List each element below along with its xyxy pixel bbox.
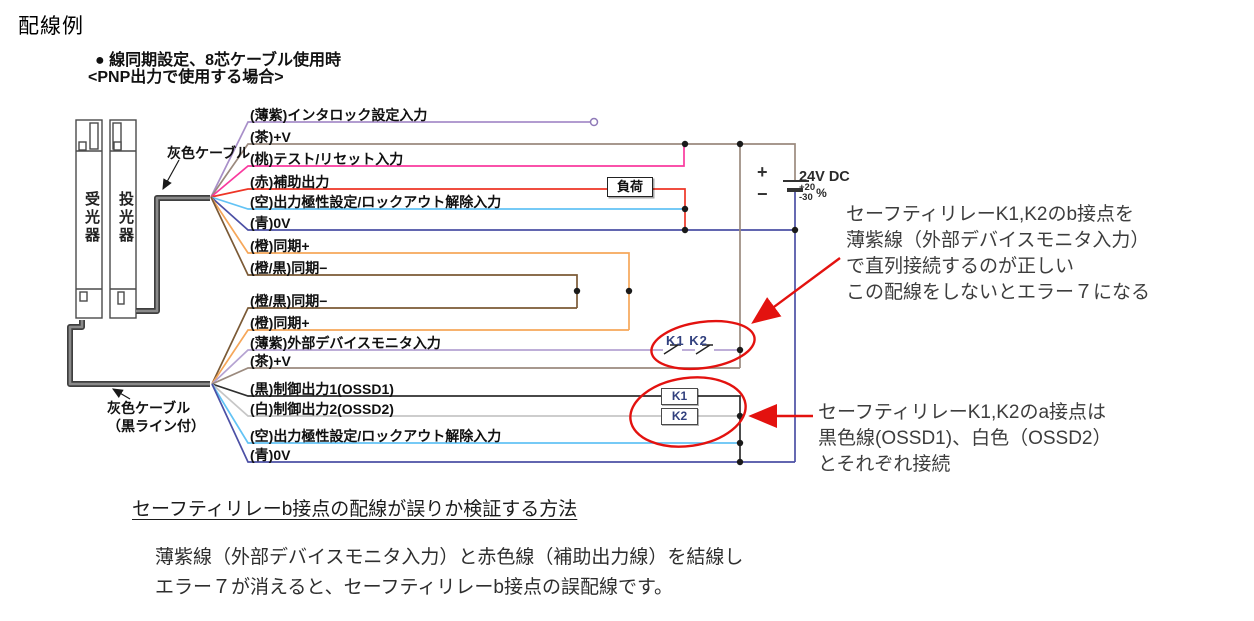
verification-body: 薄紫線（外部デバイスモニタ入力）と赤色線（補助出力線）を結線し エラー７が消える… [155, 543, 743, 603]
relay-contact-label: K1 K2 [666, 333, 708, 348]
wire-sync-minus-bot [211, 307, 577, 385]
ossd-annotation-line-3: とそれぞれ接続 [818, 454, 951, 475]
emitter-device-outline [109, 119, 137, 319]
ossd-annotation-line-2: 黒色線(OSSD1)、白色（OSSD2） [818, 428, 1112, 449]
power-voltage-label: 24V DC [799, 169, 850, 185]
receiver-device-outline [75, 119, 103, 319]
relay-k2-coil-box: K2 [661, 408, 698, 425]
wire-label-zero-v-bot: (青)0V [250, 447, 291, 463]
verification-body-line-1: 薄紫線（外部デバイスモニタ入力）と赤色線（補助出力線）を結線し [155, 547, 744, 568]
wire-label-edm: (薄紫)外部デバイスモニタ入力 [250, 335, 441, 351]
wire-label-ossd2: (白)制御出力2(OSSD2) [250, 401, 394, 417]
wire-label-test-reset: (桃)テスト/リセット入力 [250, 151, 404, 167]
receiver-label: 受光器 [83, 191, 100, 245]
wire-polarity-top [210, 196, 685, 210]
ossd-annotation: セーフティリレーK1,K2のa接点は 黒色線(OSSD1)、白色（OSSD2） … [818, 400, 1111, 478]
power-tolerance-percent: % [816, 185, 827, 200]
page-title: 配線例 [18, 15, 84, 38]
wire-interlock [210, 121, 590, 198]
wire-test-reset [210, 145, 685, 198]
gray-cable-label-bottom-2: （黒ライン付） [107, 418, 205, 434]
emitter-label: 投光器 [117, 191, 134, 245]
cable-label-arrows [111, 159, 180, 400]
power-plus-sign: + [757, 162, 768, 182]
wire-plus-v-top [210, 143, 796, 198]
power-tolerance: +20 -30 % [799, 183, 827, 202]
gray-cable-label-top: 灰色ケーブル [167, 145, 251, 161]
verification-body-line-2: エラー７が消えると、セーフティリレーb接点の誤配線です。 [155, 577, 674, 598]
diagram-condition-line: ● 線同期設定、8芯ケーブル使用時 [95, 52, 342, 69]
wire-label-sync-minus-top: (橙/黒)同期− [250, 260, 328, 276]
wire-label-plus-v-bot: (茶)+V [250, 353, 291, 369]
power-tolerance-plus: +20 [799, 182, 816, 193]
wire-edm [211, 349, 740, 385]
load-box: 負荷 [607, 177, 653, 197]
edm-annotation-line-4: この配線をしないとエラー７になる [846, 282, 1151, 303]
wire-zero-v-bot [211, 383, 795, 463]
wire-zero-v-top [210, 196, 795, 231]
ossd-annotation-line-1: セーフティリレーK1,K2のa接点は [818, 402, 1107, 423]
wire-label-zero-v-top: (青)0V [250, 215, 291, 231]
wire-label-plus-v-top: (茶)+V [250, 129, 291, 145]
wire-plus-v-bot [211, 367, 740, 385]
wire-label-aux-output: (赤)補助出力 [250, 174, 330, 190]
relay-k1-coil-box: K1 [661, 388, 698, 405]
wire-label-polarity-top: (空)出力極性設定/ロックアウト解除入力 [250, 194, 502, 210]
edm-annotation-line-1: セーフティリレーK1,K2のb接点を [846, 204, 1135, 225]
gray-cables [67, 195, 210, 387]
wire-sync-plus-bot [211, 329, 629, 385]
wire-label-ossd1: (黒)制御出力1(OSSD1) [250, 381, 394, 397]
diagram-output-mode-line: <PNP出力で使用する場合> [88, 69, 284, 86]
power-tolerance-minus: -30 [799, 191, 813, 203]
wire-ossd2 [211, 383, 740, 417]
power-minus-sign: − [757, 184, 768, 204]
wire-label-interlock: (薄紫)インタロック設定入力 [250, 107, 428, 123]
battery-symbol [783, 180, 809, 192]
wire-label-sync-plus-top: (橙)同期+ [250, 238, 310, 254]
open-terminal [589, 117, 599, 127]
wire-polarity-bot [211, 383, 740, 444]
edm-annotation: セーフティリレーK1,K2のb接点を 薄紫線（外部デバイスモニタ入力） で直列接… [846, 202, 1150, 306]
wire-label-sync-plus-bot: (橙)同期+ [250, 315, 310, 331]
verification-heading: セーフティリレーb接点の配線が誤りか検証する方法 [132, 499, 578, 520]
edm-annotation-line-3: で直列接続するのが正しい [846, 256, 1075, 277]
gray-cable-label-bottom-1: 灰色ケーブル [107, 400, 191, 416]
wire-label-sync-minus-bot: (橙/黒)同期− [250, 293, 328, 309]
wire-label-polarity-bot: (空)出力極性設定/ロックアウト解除入力 [250, 428, 502, 444]
edm-annotation-line-2: 薄紫線（外部デバイスモニタ入力） [846, 230, 1150, 251]
